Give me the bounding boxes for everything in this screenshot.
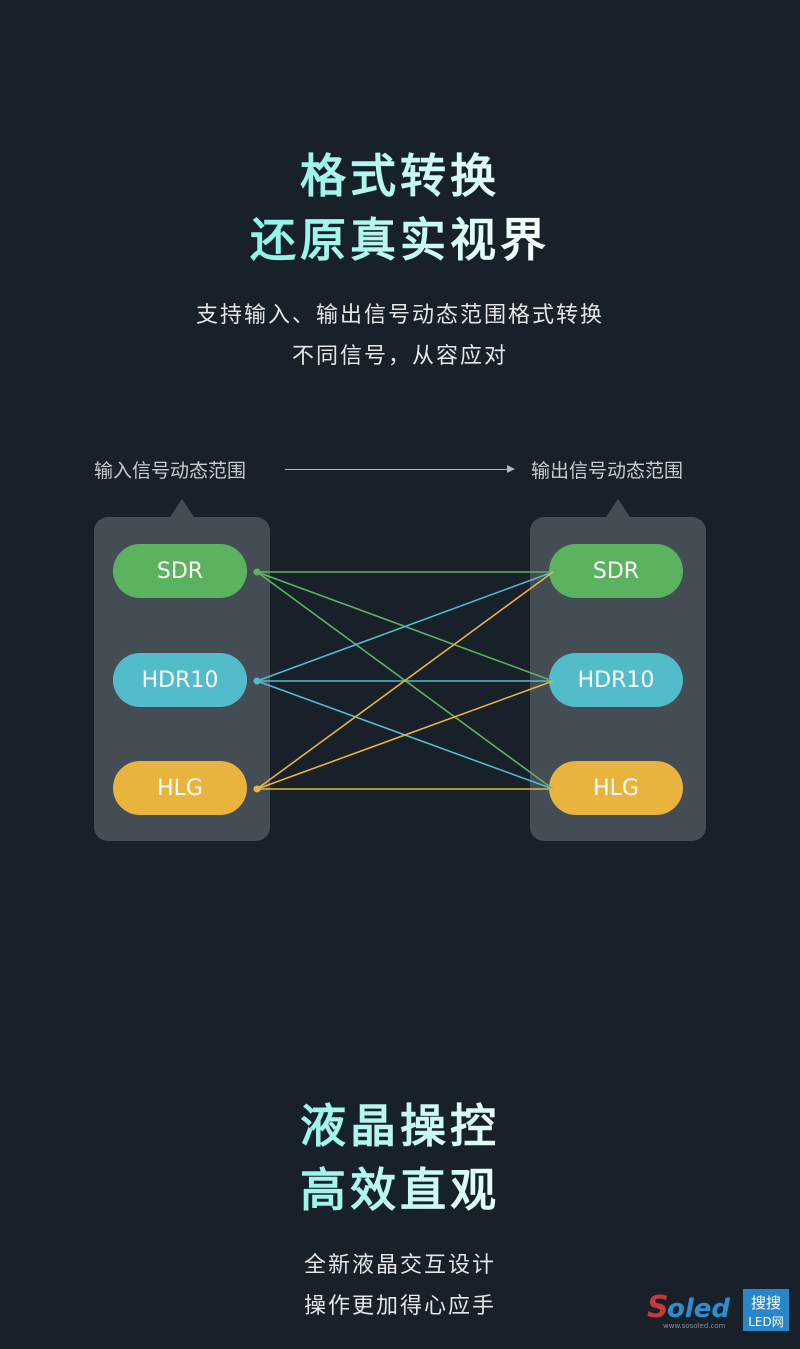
connection-2-1 <box>256 680 554 790</box>
section2-title-line2: 高效直观 <box>0 1154 800 1220</box>
section2-desc-line2: 操作更加得心应手 <box>303 1294 496 1319</box>
svg-text:LED网: LED网 <box>748 1315 784 1329</box>
section1-desc-line1: 支持输入、输出信号动态范围格式转换 <box>195 303 604 328</box>
input-hdr10: HDR10 <box>113 653 247 707</box>
section1-title-line2: 还原真实视界 <box>0 204 800 270</box>
input-label: 输入信号动态范围 <box>94 460 247 482</box>
section2-title-line1: 液晶操控 <box>0 1090 800 1156</box>
output-hdr10: HDR10 <box>549 653 683 707</box>
arrow-icon <box>285 465 515 473</box>
svg-text:oled: oled <box>667 1294 730 1324</box>
connection-1-0 <box>256 571 554 682</box>
connection-2-0 <box>256 571 554 790</box>
svg-text:www.sosoled.com: www.sosoled.com <box>663 1322 726 1330</box>
svg-text:搜搜: 搜搜 <box>751 1294 781 1312</box>
connection-dot <box>253 785 261 793</box>
output-label: 输出信号动态范围 <box>531 460 684 482</box>
input-box: SDR HDR10 HLG <box>94 499 270 841</box>
output-hlg: HLG <box>549 761 683 815</box>
output-sdr: SDR <box>549 544 683 598</box>
connection-dot <box>253 677 261 685</box>
input-hlg: HLG <box>113 761 247 815</box>
svg-text:S: S <box>647 1290 669 1325</box>
input-sdr: SDR <box>113 544 247 598</box>
section1-title-line1: 格式转换 <box>0 140 800 206</box>
section1-desc-line2: 不同信号，从容应对 <box>291 344 508 369</box>
watermark-logo: S oled www.sosoled.com 搜搜 LED网 <box>645 1283 790 1333</box>
output-box: SDR HDR10 HLG <box>530 499 706 841</box>
section2-desc-line1: 全新液晶交互设计 <box>303 1253 496 1278</box>
connection-dot <box>253 568 261 576</box>
